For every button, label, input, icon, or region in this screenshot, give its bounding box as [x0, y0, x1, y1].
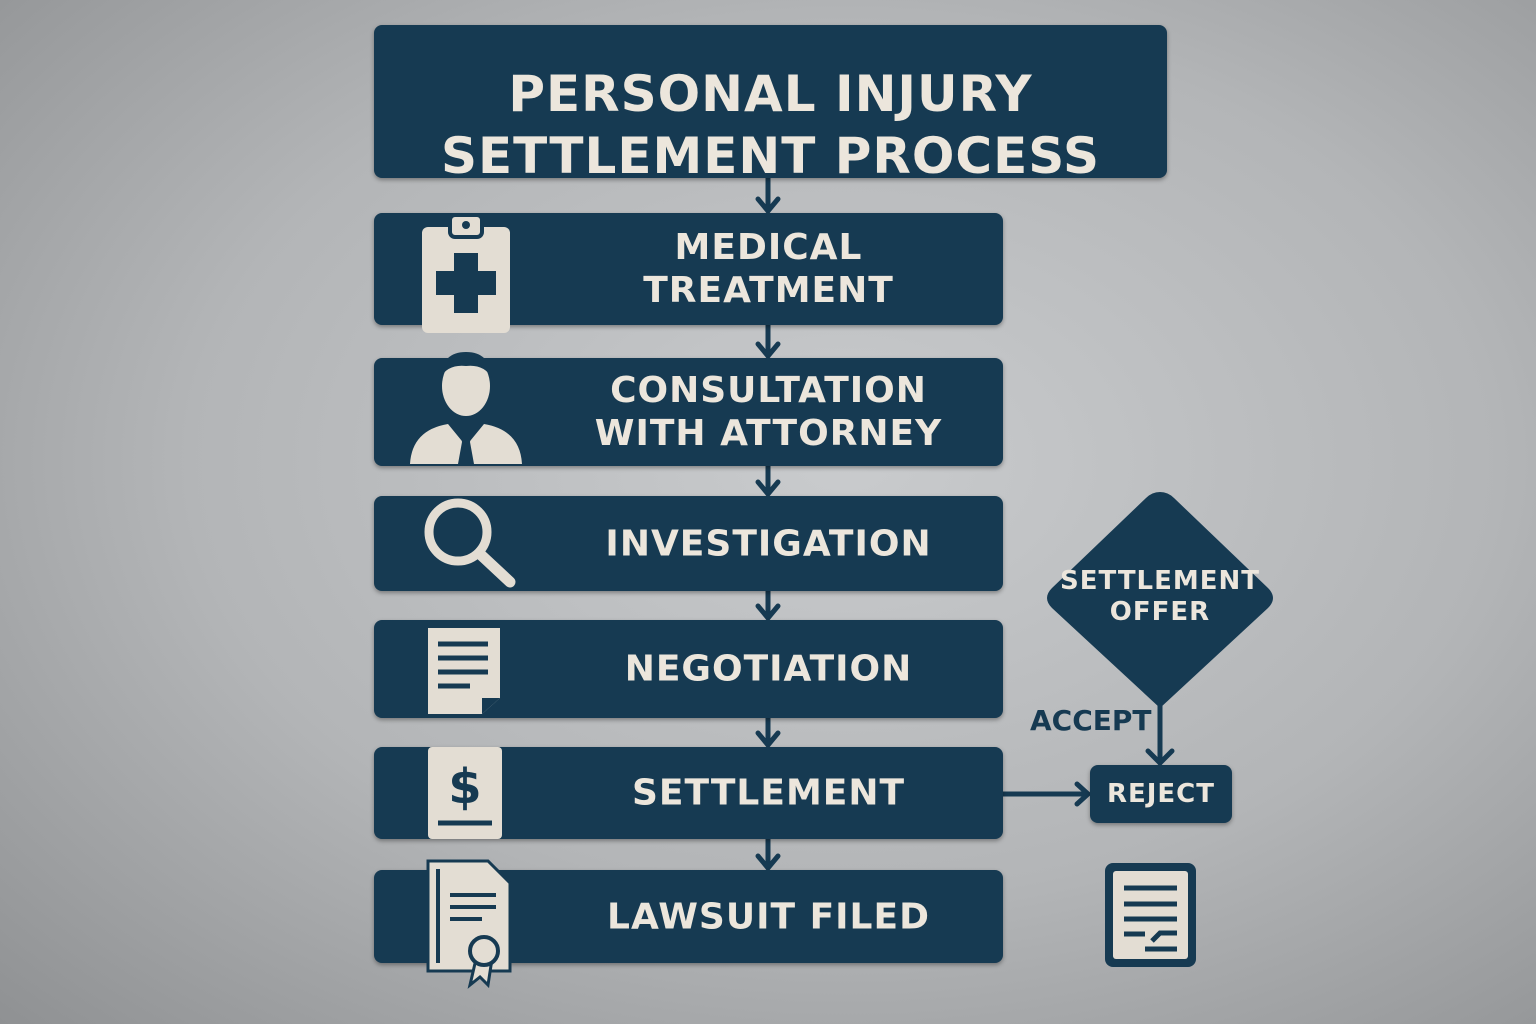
arrow-offer-to-reject: [1145, 702, 1175, 766]
arrow-step3-to-step4: [755, 588, 781, 621]
step-label: INVESTIGATION: [605, 522, 932, 564]
magnifier-icon: [424, 498, 516, 587]
step-label: MEDICAL TREATMENT: [534, 226, 1003, 312]
document-icon: [428, 627, 500, 714]
certificate-icon: [426, 859, 512, 989]
step-label: CONSULTATION WITH ATTORNEY: [534, 369, 1003, 455]
decision-settlement-offer-label: SETTLEMENT OFFER: [1060, 566, 1260, 628]
step-label-line: TREATMENT: [643, 270, 894, 311]
reject-box: REJECT: [1090, 765, 1232, 823]
accept-label: ACCEPT: [1030, 704, 1152, 737]
title-line-1: PERSONAL INJURY: [508, 65, 1033, 123]
arrow-step1-to-step2: [755, 322, 781, 359]
step-negotiation: NEGOTIATION: [374, 620, 1003, 718]
dollar-document-icon: $: [428, 747, 502, 839]
title-box: PERSONAL INJURY SETTLEMENT PROCESS: [374, 25, 1167, 185]
step-label-line: WITH ATTORNEY: [594, 413, 943, 454]
page-title: PERSONAL INJURY SETTLEMENT PROCESS: [374, 63, 1167, 187]
step-label: SETTLEMENT: [631, 772, 906, 814]
step-medical-treatment: MEDICAL TREATMENT: [374, 213, 1003, 334]
step-label: NEGOTIATION: [624, 648, 913, 690]
clipboard-medical-icon: [422, 213, 510, 334]
attorney-icon: [410, 351, 522, 464]
step-label-line: CONSULTATION: [610, 369, 927, 411]
svg-text:$: $: [448, 759, 481, 815]
title-line-2: SETTLEMENT PROCESS: [440, 127, 1101, 185]
decision-line: SETTLEMENT: [1060, 566, 1261, 596]
arrow-step2-to-step3: [755, 463, 781, 497]
document-icon: [1105, 863, 1196, 967]
reject-label: REJECT: [1106, 779, 1216, 809]
step-label: LAWSUIT FILED: [607, 895, 930, 937]
arrow-step5-to-step6: [755, 836, 781, 871]
step-investigation: INVESTIGATION: [374, 496, 1003, 591]
step-settlement: $ SETTLEMENT: [374, 747, 1003, 839]
step-label-line: MEDICAL: [674, 226, 863, 268]
step-lawsuit-filed: LAWSUIT FILED: [374, 859, 1003, 989]
arrow-step4-to-step5: [755, 715, 781, 748]
step-consultation-with-attorney: CONSULTATION WITH ATTORNEY: [374, 351, 1003, 466]
arrow-settlement-to-reject: [1000, 781, 1091, 807]
decision-line: OFFER: [1109, 597, 1211, 628]
